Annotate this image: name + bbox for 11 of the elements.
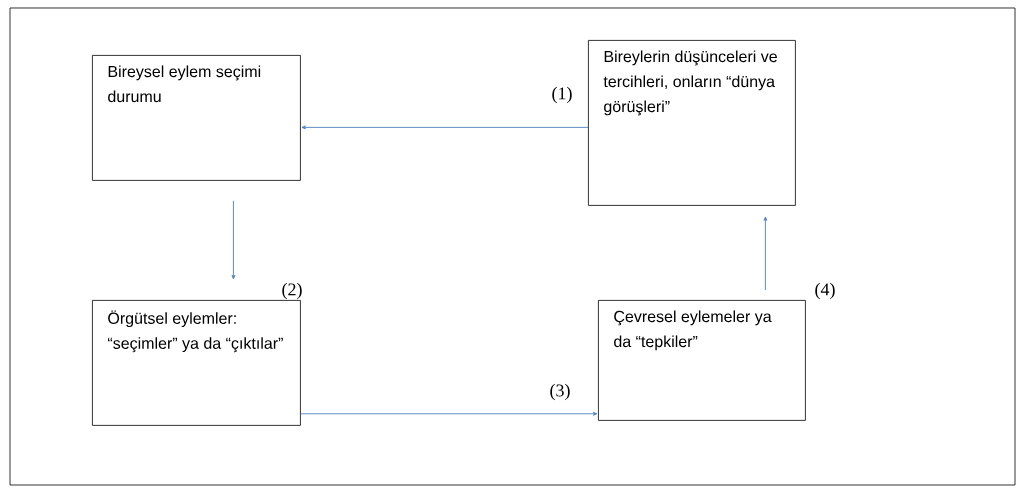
arrow [300,411,598,416]
arrow [301,125,589,130]
text-box: Bireysel eylem seçimi durumu [92,55,301,181]
step-number: (1) [552,86,572,104]
text-box: Çevresel eylemeler ya da “tepkiler” [598,300,806,421]
arrow [231,200,236,280]
text-box: Örgütsel eylemler: “seçimler” ya da “çıktılar” [92,300,301,426]
step-number: (3) [550,383,570,401]
text-box: Bireylerin düşünceleri ve tercihleri, onların “dünya görüşleri” [588,40,796,206]
arrow [763,216,768,291]
step-number: (4) [815,282,835,300]
